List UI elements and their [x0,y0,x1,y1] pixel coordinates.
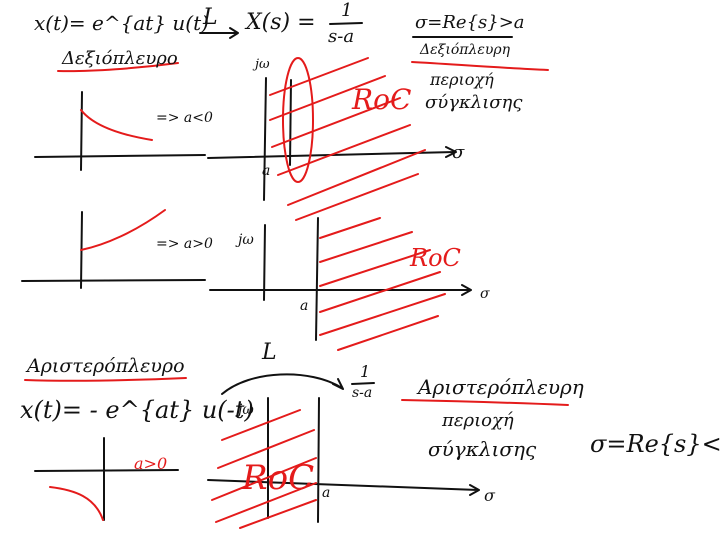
signal-right-sided: x(t)= e^{at} u(t) [34,11,209,35]
red-underline-title-bottom [24,377,187,382]
case-a-negative: => a<0 [156,110,213,126]
splane3-sigma-label: σ [484,486,495,505]
splane1-jw-axis [263,77,267,201]
red-underline-right-title [411,61,549,71]
fraction-denominator-top: s-a [328,26,355,47]
graph2-curve [80,209,166,251]
right-title-left-sided: Αριστερόπλευρη [418,375,584,399]
transform-arrow-top [199,27,239,39]
graph1-curve [80,109,153,141]
graph2-t-axis [21,279,206,282]
red-underline-right-title-bottom [401,399,569,406]
splane3-pole-line [317,397,320,523]
splane2-sigma-label: σ [480,286,490,302]
title-left-sided: Αριστερόπλευρο [27,355,185,377]
splane3-roc-label: RoC [242,458,315,498]
splane2-a-label: a [300,298,309,314]
splane1-sigma-label: σ [452,142,465,163]
splane1-roc-oval [282,57,314,183]
splane1-jw-label: jω [255,57,270,72]
roc-condition-left: σ=Re{s}<a [590,430,720,458]
splane1-roc-hatching [269,57,426,221]
transform-arrow-bottom [221,373,344,395]
splane3-sigma-axis [207,479,480,496]
graph1-t-axis [34,154,206,158]
right-title-right-sided: Δεξιόπλευρη [420,42,510,58]
splane3-a-label: a [322,485,331,501]
splane2-pole-line [315,217,319,341]
splane3-jw-label: jω [238,402,254,418]
case-a-positive: => a>0 [156,236,213,252]
fraction-numerator-top: 1 [341,0,353,21]
splane2-roc-label: RoC [410,244,461,272]
fraction-bar-top [329,22,363,25]
signal-left-sided: x(t)= - e^{at} u(-t) [20,396,254,424]
splane2-sigma-axis [209,284,472,296]
splane3-roc-hatching [211,409,317,529]
splane1-pole-line [289,79,292,166]
splane1-roc-label: RoC [352,83,412,116]
graph3-t-axis [34,469,179,472]
red-underline-title-top [57,62,179,73]
splane2-jw-label: jω [238,232,254,248]
laplace-symbol-top: L [203,5,218,30]
laplace-symbol-bottom: L [262,340,277,365]
fraction-denominator-bottom: s-a [352,385,373,401]
region-word-2-bottom: σύγκλισης [428,437,537,461]
graph3-curve [49,486,104,521]
roc-condition-right: σ=Re{s}>a [415,12,525,33]
splane2-roc-hatching [319,217,446,351]
title-right-sided: Δεξιόπλευρο [62,48,178,69]
fraction-numerator-bottom: 1 [360,362,371,381]
region-word-1-bottom: περιοχή [442,410,514,431]
region-word-1-top: περιοχή [430,70,494,89]
region-word-2-top: σύγκλισης [425,92,523,113]
splane1-a-label: a [262,163,271,179]
transform-lhs: X(s) = [246,10,316,35]
splane2-jw-axis [263,224,266,301]
fraction-bar-bottom [351,382,375,385]
graph1-y-axis [80,91,83,171]
case-a-positive-left: a>0 [134,454,168,473]
